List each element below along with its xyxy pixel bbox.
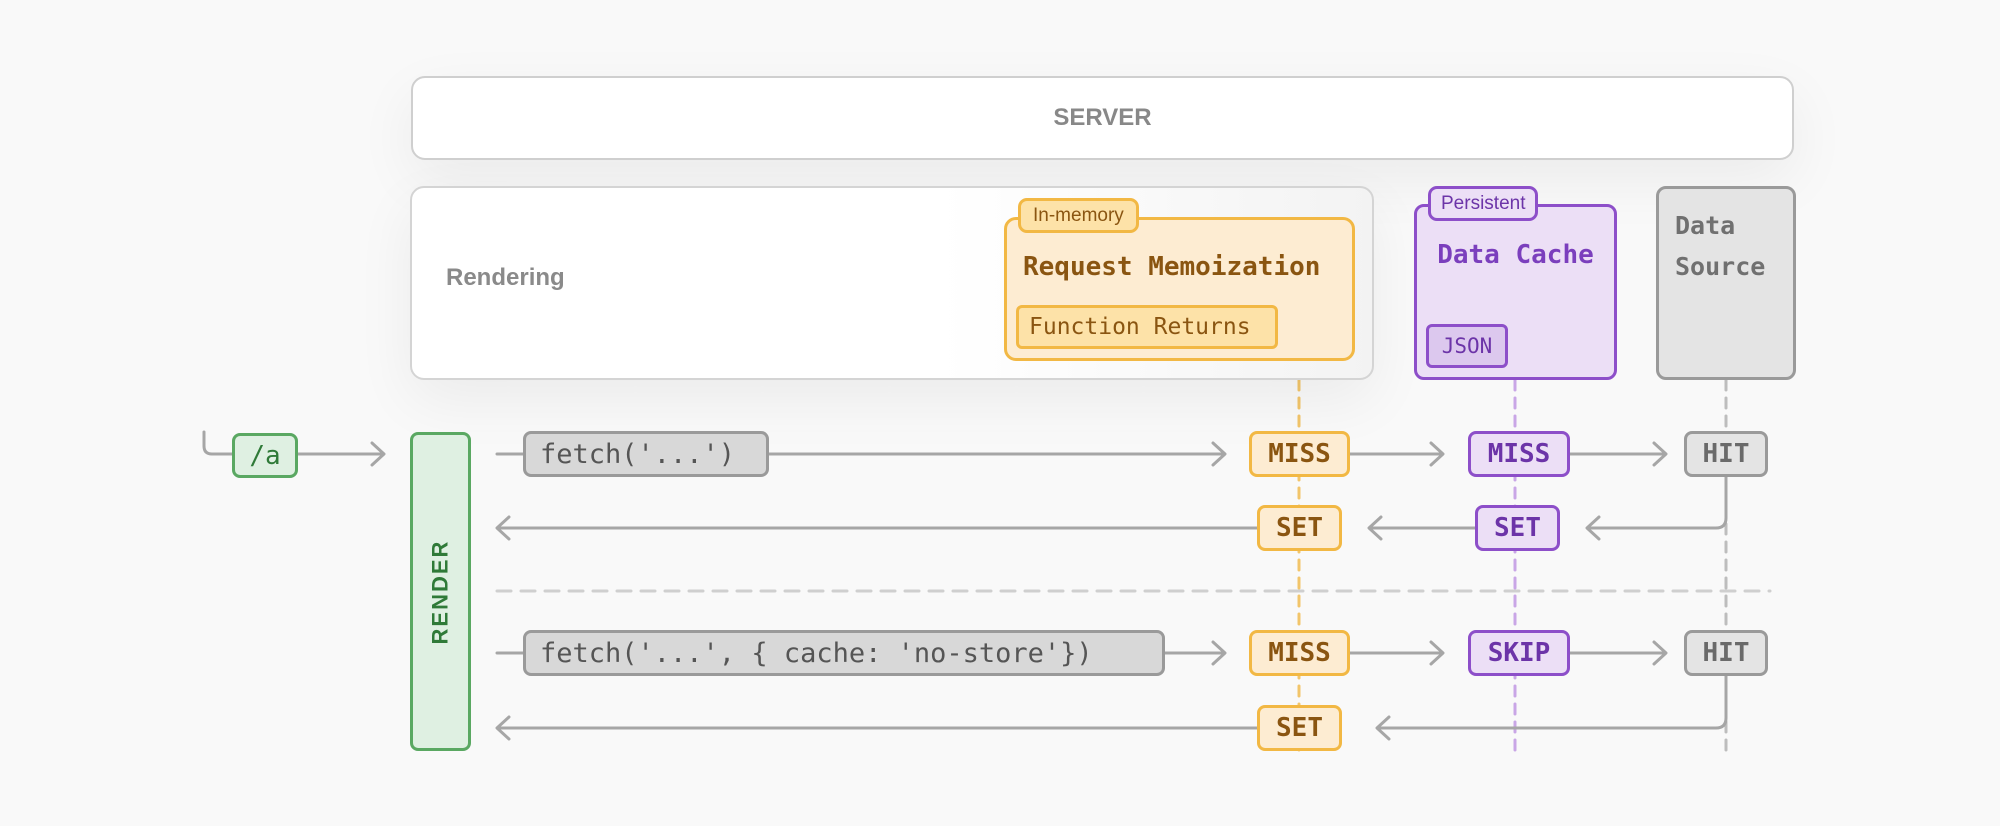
- source1-return-line: [1586, 475, 1728, 530]
- fetch1-to-memo-arrowhead: [1211, 441, 1227, 467]
- route-label: /a: [249, 440, 281, 471]
- memo-miss-2: MISS: [1249, 630, 1350, 676]
- fetch-call-1-label: fetch('...'): [540, 438, 736, 470]
- server-label: SERVER: [1053, 104, 1152, 131]
- cache-set-1: SET: [1475, 505, 1560, 551]
- fetch-call-2: fetch('...', { cache: 'no-store'}): [523, 630, 1165, 676]
- cache1-to-source-arrowhead: [1652, 441, 1668, 467]
- fetch-call-2-label: fetch('...', { cache: 'no-store'}): [540, 637, 1093, 669]
- server-header: SERVER: [411, 76, 1794, 160]
- in-memory-tag-label: In-memory: [1033, 204, 1124, 226]
- cache-skip-2-label: SKIP: [1487, 638, 1551, 668]
- data-source-title-line2: Source: [1675, 252, 1766, 281]
- data-source-box: [1656, 186, 1796, 380]
- function-returns-label: Function Returns: [1029, 314, 1251, 340]
- memo1-return-arrowhead: [495, 515, 511, 541]
- function-returns-box: Function Returns: [1016, 305, 1278, 349]
- source-hit-1: HIT: [1684, 431, 1768, 477]
- cache1-return-arrowhead: [1367, 515, 1383, 541]
- source1-return-arrowhead: [1585, 515, 1601, 541]
- cache-set-1-label: SET: [1494, 513, 1541, 543]
- source-hit-1-label: HIT: [1702, 439, 1750, 469]
- cache-miss-1: MISS: [1468, 431, 1570, 477]
- fetch-call-1: fetch('...'): [523, 431, 769, 477]
- entry-connector: [202, 430, 234, 456]
- memo-set-1-label: SET: [1276, 513, 1323, 543]
- json-box: JSON: [1426, 324, 1508, 368]
- memo2-to-cache-arrowhead: [1429, 640, 1445, 666]
- memo-miss-2-label: MISS: [1268, 638, 1331, 668]
- cache-miss-1-label: MISS: [1487, 439, 1551, 469]
- in-memory-tag: In-memory: [1018, 198, 1139, 233]
- json-label: JSON: [1441, 334, 1493, 358]
- source-hit-2: HIT: [1684, 630, 1768, 676]
- memo-set-2: SET: [1257, 705, 1342, 751]
- data-source-title-line1: Data: [1675, 211, 1736, 240]
- data-cache-title: Data Cache: [1437, 240, 1594, 270]
- memo1-to-cache-arrowhead: [1429, 441, 1445, 467]
- rendering-label: Rendering: [446, 264, 565, 291]
- memo-set-1: SET: [1257, 505, 1342, 551]
- render-column-label: RENDER: [427, 539, 453, 644]
- memo-miss-1-label: MISS: [1268, 439, 1331, 469]
- source2-return-line: [1376, 674, 1728, 730]
- route-badge: /a: [232, 433, 298, 478]
- render-column-label-wrap: RENDER: [410, 432, 471, 751]
- fetch2-to-memo-arrowhead: [1211, 640, 1227, 666]
- cache2-to-source-arrowhead: [1652, 640, 1668, 666]
- source-hit-2-label: HIT: [1702, 638, 1750, 668]
- route-to-render-arrowhead: [370, 441, 386, 467]
- memo-miss-1: MISS: [1249, 431, 1350, 477]
- persistent-tag-label: Persistent: [1441, 192, 1526, 214]
- memo2-return-arrowhead: [495, 715, 511, 741]
- render-column: [410, 432, 471, 751]
- persistent-tag: Persistent: [1428, 186, 1539, 221]
- cache-skip-2: SKIP: [1468, 630, 1570, 676]
- source2-return-arrowhead: [1375, 715, 1391, 741]
- memo-set-2-label: SET: [1276, 713, 1323, 743]
- request-memoization-title: Request Memoization: [1023, 252, 1321, 282]
